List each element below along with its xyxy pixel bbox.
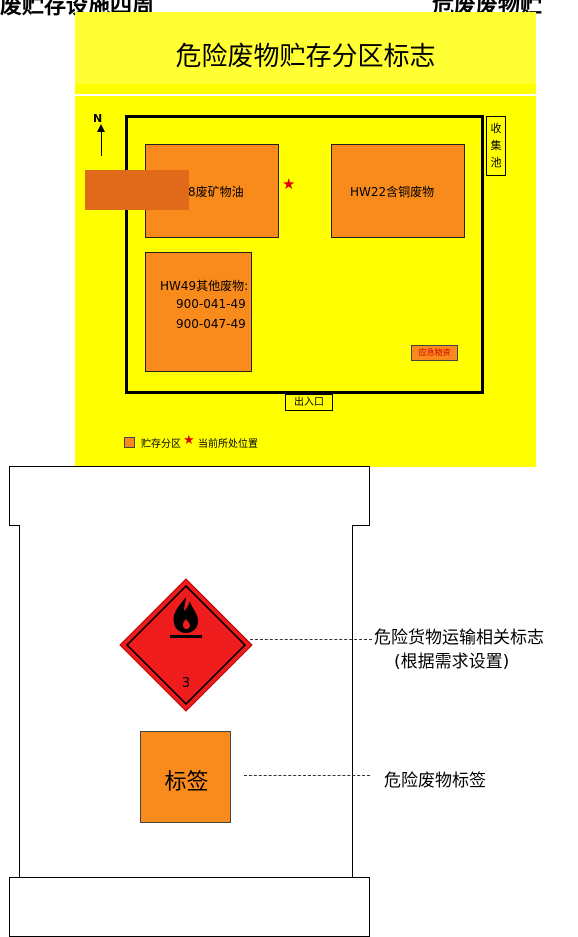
flame-icon: [170, 597, 202, 638]
current-location-star-icon: ★: [282, 175, 296, 193]
site-outline: [125, 115, 484, 394]
zone-code: 900-041-49: [176, 297, 246, 311]
zone-label: HW49其他废物:: [160, 279, 249, 293]
emergency-supplies: 应急物资: [411, 345, 458, 361]
hazard-class-number: 3: [182, 676, 190, 691]
legend-star-icon: ★: [183, 433, 195, 448]
zone-hw49-other: HW49其他废物: 900-041-49 900-047-49: [145, 252, 252, 372]
entrance-label: 出入口: [285, 394, 333, 411]
pool-char: 池: [490, 156, 502, 169]
annotation-transport-note: (根据需求设置): [394, 652, 510, 672]
pool-char: 收: [490, 122, 502, 135]
drum-top-lid: [9, 466, 370, 526]
leader-line-label: [244, 775, 370, 776]
legend-location-label: 当前所处位置: [198, 439, 258, 450]
north-label: N: [93, 112, 103, 125]
zone-label: 8废矿物油: [188, 185, 244, 199]
title-divider: [75, 94, 536, 96]
legend-zone-label: 贮存分区: [141, 439, 181, 450]
label-box-text: 标签: [164, 770, 209, 795]
diamond-outer: [119, 578, 253, 712]
annotation-transport-sign: 危险货物运输相关标志: [374, 628, 544, 648]
diamond-inner-border: [125, 584, 247, 706]
sign-title: 危险废物贮存分区标志: [175, 42, 436, 72]
redaction-block: [85, 170, 189, 210]
zone-hw22-copper: HW22含铜废物: [331, 144, 465, 238]
flammable-hazard-diamond-icon: 3: [119, 578, 253, 712]
annotation-waste-label: 危险废物标签: [384, 771, 486, 791]
drum-bottom-lid: [9, 877, 370, 937]
pool-char: 集: [490, 139, 502, 152]
leader-line-transport: [250, 639, 372, 640]
hazardous-waste-label-box: 标签: [140, 731, 231, 823]
north-arrow-icon: [97, 124, 105, 156]
storage-zone-sign: 危险废物贮存分区标志 N 收 集 池 8废矿物油 HW22含铜废物 HW49其他…: [75, 12, 536, 467]
title-band: [75, 12, 536, 84]
zone-code: 900-047-49: [176, 317, 246, 331]
zone-label: HW22含铜废物: [350, 185, 435, 199]
collection-pool: 收 集 池: [486, 116, 506, 176]
legend-zone-swatch: [124, 437, 135, 448]
